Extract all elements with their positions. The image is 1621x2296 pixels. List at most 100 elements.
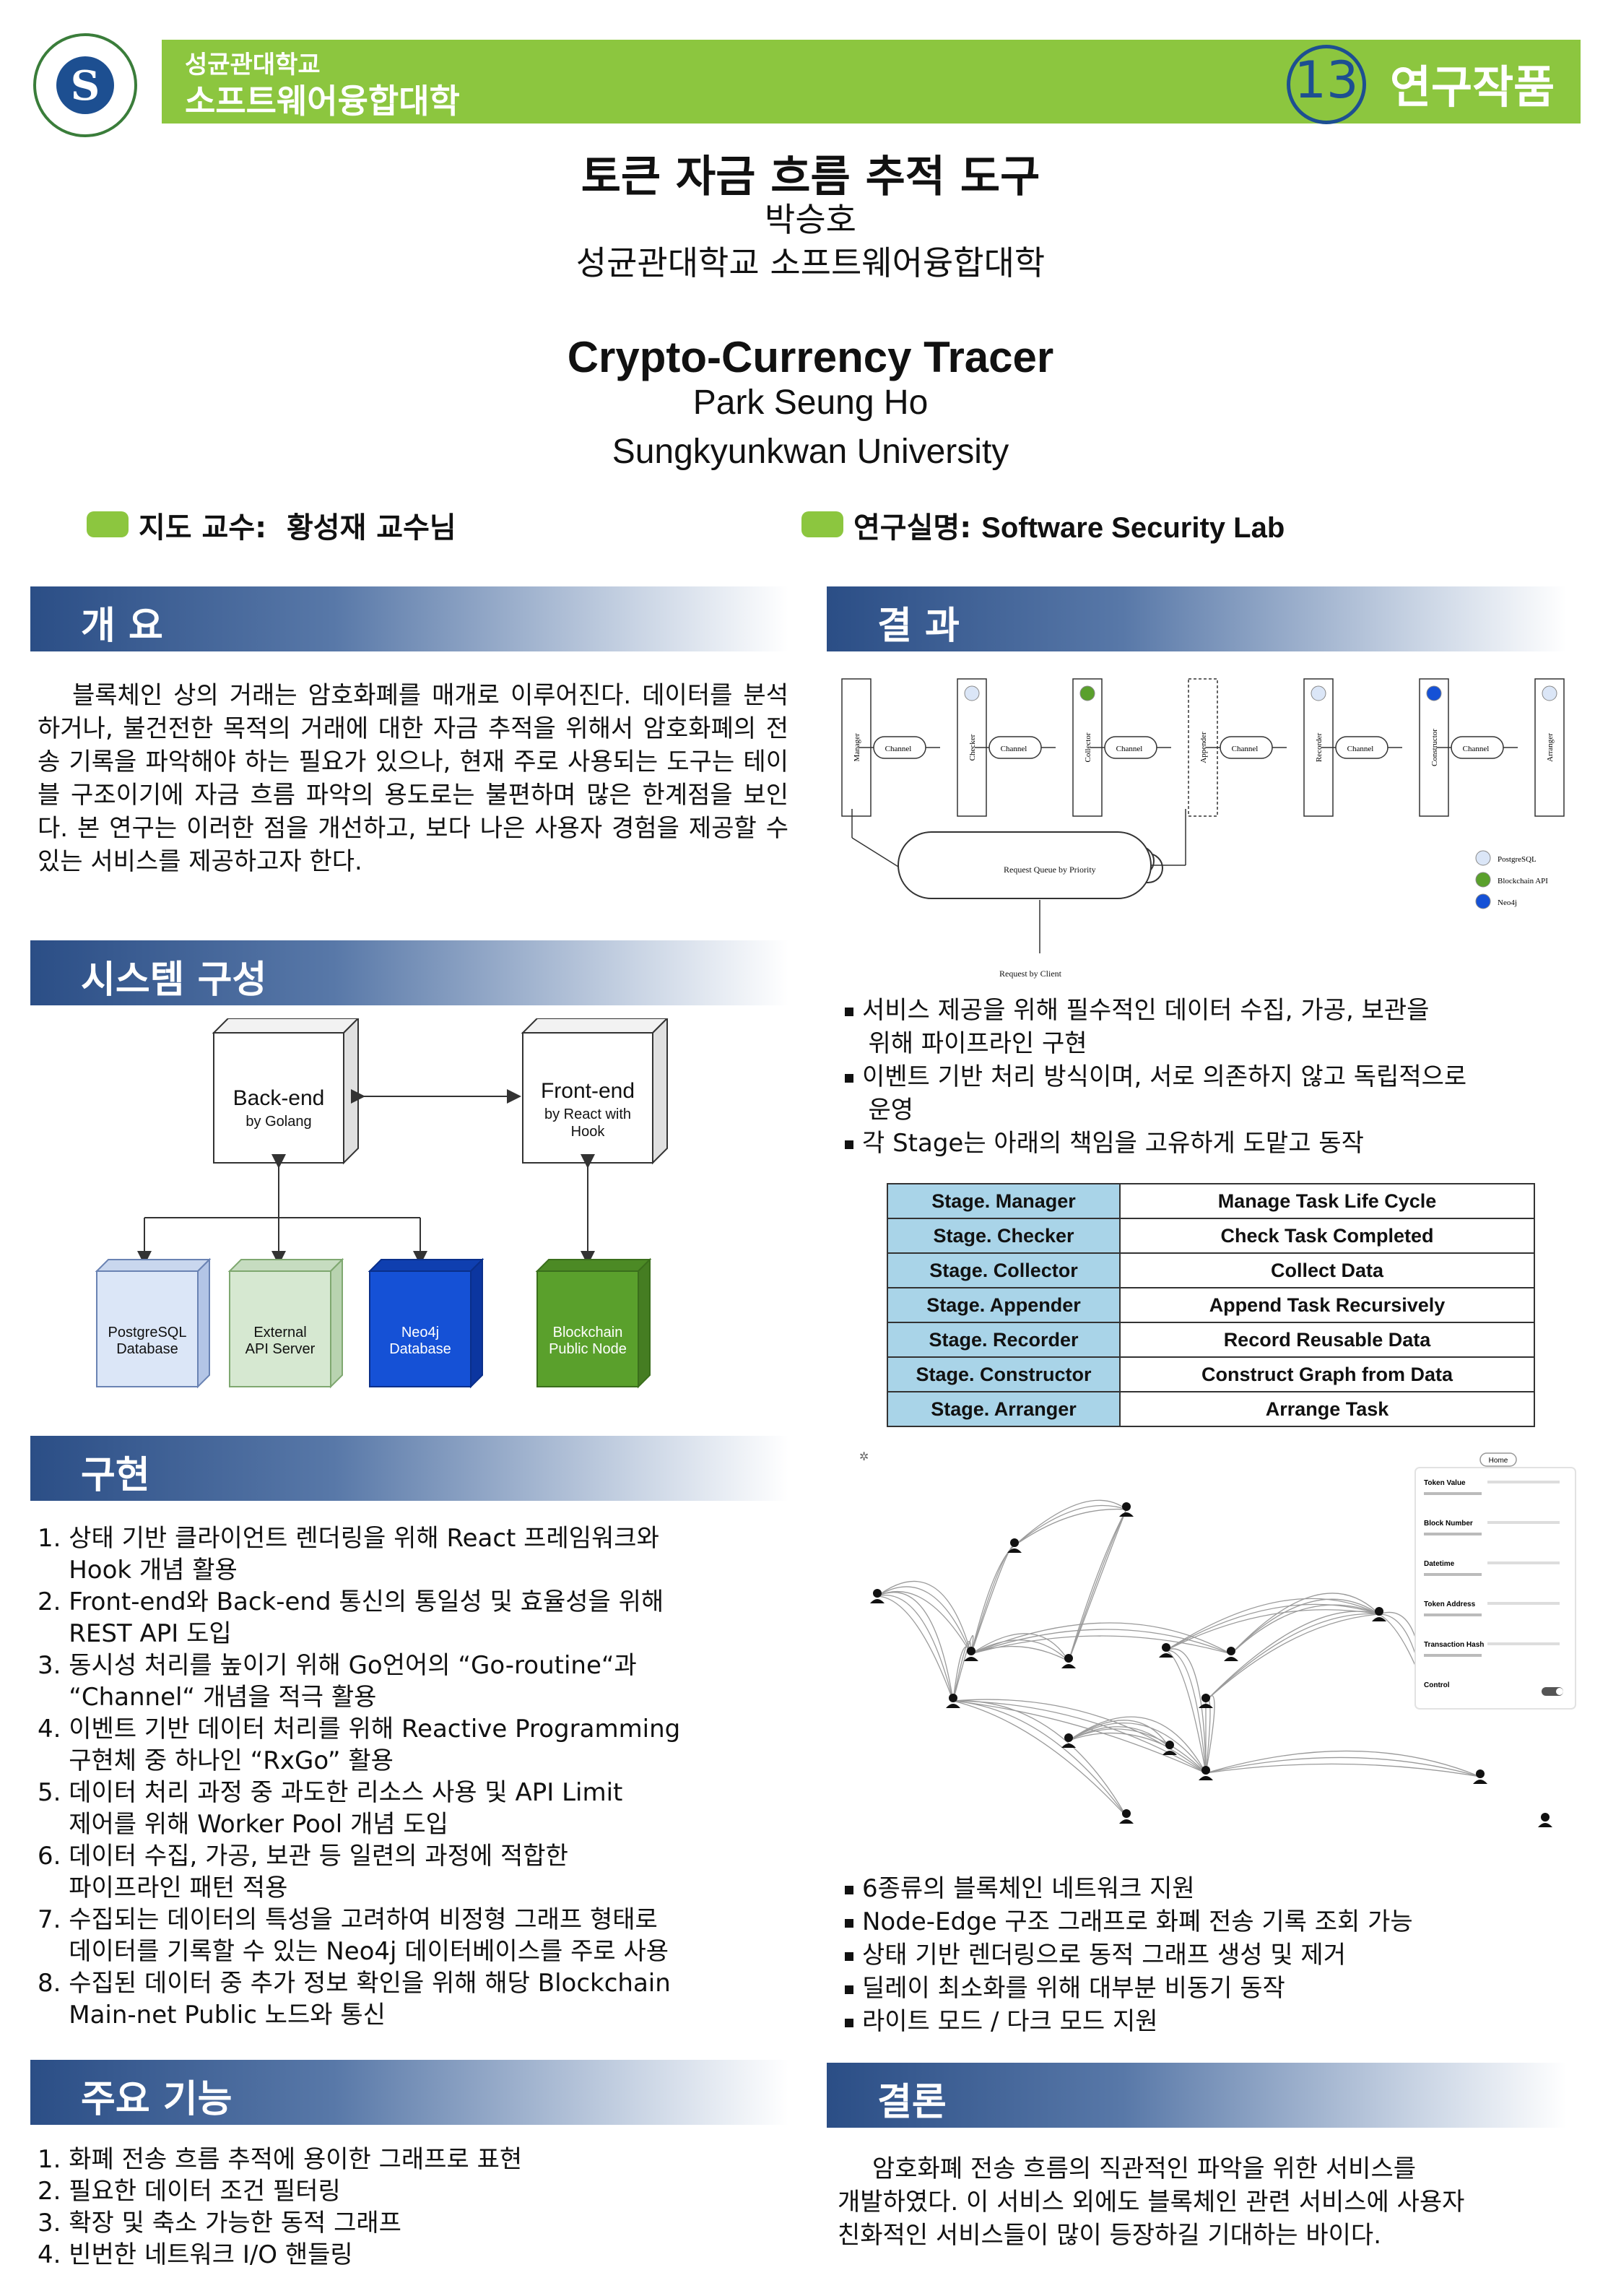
channel-node: Channel [1220, 736, 1273, 759]
lab-name: Software Security Lab [981, 512, 1285, 544]
impl-item: 5. 데이터 처리 과정 중 과도한 리소스 사용 및 API Limit 제어… [38, 1778, 623, 1839]
impl-item: 7. 수집되는 데이터의 특성을 고려하여 비정형 그래프 형태로 데이터를 기… [38, 1905, 669, 1966]
lab-label: 연구실명: Software Security Lab [853, 511, 1285, 545]
frontend-title: Front-end [540, 1079, 635, 1103]
result-bullet: 라이트 모드 / 다크 모드 지원 [845, 2005, 1581, 2038]
frontend-subtitle: by React with [544, 1106, 632, 1122]
result-bullet: 이벤트 기반 처리 방식이며, 서로 의존하지 않고 독립적으로 운영 [845, 1060, 1581, 1127]
stage-responsibility: Check Task Completed [1119, 1218, 1535, 1254]
impl-item: 2. Front-end와 Back-end 통신의 통일성 및 효율성을 위해… [38, 1587, 664, 1648]
author-english: Park Seung Ho [692, 384, 929, 422]
section-impl-header: 구현 [30, 1436, 788, 1501]
panel-field-label: Block Number [1424, 1520, 1473, 1528]
impl-list: 1. 상태 기반 클라이언트 렌더링을 위해 React 프레임워크와 Hook… [38, 1522, 796, 2031]
channel-node: Channel [873, 736, 926, 759]
panel-field-label: Token Value [1424, 1479, 1466, 1487]
category-label: 연구작품 [1390, 61, 1555, 113]
backend-title: Back-end [232, 1086, 325, 1110]
svg-text:Channel: Channel [1116, 745, 1143, 753]
legend-item: PostgreSQL [1475, 850, 1537, 866]
frontend-box [521, 1018, 669, 1165]
svg-text:Channel: Channel [885, 745, 912, 753]
panel-field-label: Datetime [1424, 1560, 1455, 1568]
graph-node [946, 1694, 960, 1708]
svg-text:Channel: Channel [1001, 745, 1027, 753]
neo4j-box [368, 1257, 484, 1389]
graph-node [1199, 1694, 1213, 1708]
graph-node [1199, 1766, 1213, 1780]
author-korean: 박승호 [765, 200, 856, 239]
poster-number-circle [1287, 45, 1366, 124]
graph-node [1119, 1809, 1134, 1824]
graph-node [1061, 1733, 1076, 1748]
title-korean: 토큰 자금 흐름 추적 도구 [581, 152, 1040, 202]
svg-text:Checker: Checker [968, 734, 977, 761]
impl-item: 4. 이벤트 기반 데이터 처리를 위해 Reactive Programmin… [38, 1715, 681, 1775]
frontend-subtitle-2: Hook [570, 1124, 605, 1140]
stage-name: Stage. Constructor [887, 1356, 1121, 1392]
college-name: 소프트웨어융합대학 [185, 82, 460, 121]
graph-node [1538, 1813, 1552, 1827]
poster-number: 13 [1294, 51, 1359, 110]
svg-text:Channel: Channel [1463, 745, 1490, 753]
channel-node: Channel [1104, 736, 1157, 759]
impl-item: 6. 데이터 수집, 가공, 보관 등 일련의 과정에 적합한 파이프라인 패턴… [38, 1842, 568, 1902]
stage-node: Arranger [1534, 678, 1565, 817]
panel-field-label: Token Address [1424, 1600, 1476, 1608]
section-system-header: 시스템 구성 [30, 940, 788, 1005]
overview-text: 블록체인 상의 거래는 암호화폐를 매개로 이루어진다. 데이터를 분석하거나,… [38, 681, 788, 876]
svg-text:Home: Home [1489, 1457, 1508, 1465]
graph-node [1372, 1607, 1386, 1621]
graph-node [1119, 1502, 1134, 1517]
request-queue [898, 831, 1163, 899]
channel-node: Channel [988, 736, 1042, 759]
graph-node [1473, 1769, 1487, 1784]
result-bullet: Node-Edge 구조 그래프로 화폐 전송 기록 조회 가능 [845, 1905, 1581, 1938]
result-bullet: 각 Stage는 아래의 책임을 고유하게 도맡고 동작 [845, 1127, 1581, 1160]
svg-text:Blockchain API: Blockchain API [1498, 877, 1548, 885]
feature-item: 4. 빈번한 네트워크 I/O 핸들링 [38, 2240, 353, 2269]
backend-subtitle: by Golang [245, 1114, 312, 1130]
feature-item: 3. 확장 및 축소 가능한 동적 그래프 [38, 2209, 401, 2237]
panel-field-label: Transaction Hash [1424, 1641, 1484, 1649]
graph-node [1224, 1647, 1238, 1661]
svg-text:Appender: Appender [1199, 732, 1208, 763]
result-bullets-2: 6종류의 블록체인 네트워크 지원 Node-Edge 구조 그래프로 화폐 전… [845, 1872, 1581, 2038]
impl-item: 3. 동시성 처리를 높이기 위해 Go언어의 “Go-routine“과 “C… [38, 1651, 637, 1712]
section-conclusion-header: 결론 [827, 2063, 1567, 2128]
result-bullet: 서비스 제공을 위해 필수적인 데이터 수집, 가공, 보관을 위해 파이프라인… [845, 994, 1581, 1060]
stage-name: Stage. Recorder [887, 1322, 1121, 1358]
channel-node: Channel [1335, 736, 1389, 759]
feature-item: 1. 화폐 전송 흐름 추적에 용이한 그래프로 표현 [38, 2145, 523, 2174]
stage-name: Stage. Arranger [887, 1391, 1121, 1427]
result-bullet: 상태 기반 렌더링으로 동적 그래프 생성 및 제거 [845, 1938, 1581, 1972]
svg-text:Channel: Channel [1232, 745, 1259, 753]
graph-node [1061, 1654, 1076, 1668]
svg-text:Recorder: Recorder [1315, 733, 1324, 763]
svg-text:Request by Client: Request by Client [999, 969, 1062, 979]
stage-responsibility: Append Task Recursively [1119, 1287, 1535, 1323]
postgres-box [95, 1257, 212, 1389]
svg-text:Constructor: Constructor [1430, 729, 1439, 766]
advisor-label: 지도 교수: 황성재 교수님 [139, 511, 456, 545]
conclusion-text: 암호화폐 전송 흐름의 직관적인 파악을 위한 서비스를 개발하였다. 이 서비… [838, 2154, 1465, 2250]
result-bullet: 딜레이 최소화를 위해 대부분 비동기 동작 [845, 1972, 1581, 2005]
section-result-header: 결 과 [827, 586, 1567, 651]
stage-name: Stage. Collector [887, 1252, 1121, 1288]
features-list: 1. 화폐 전송 흐름 추적에 용이한 그래프로 표현 2. 필요한 데이터 조… [38, 2144, 796, 2271]
stage-responsibility: Manage Task Life Cycle [1119, 1183, 1535, 1219]
legend-item: Neo4j [1475, 893, 1517, 909]
